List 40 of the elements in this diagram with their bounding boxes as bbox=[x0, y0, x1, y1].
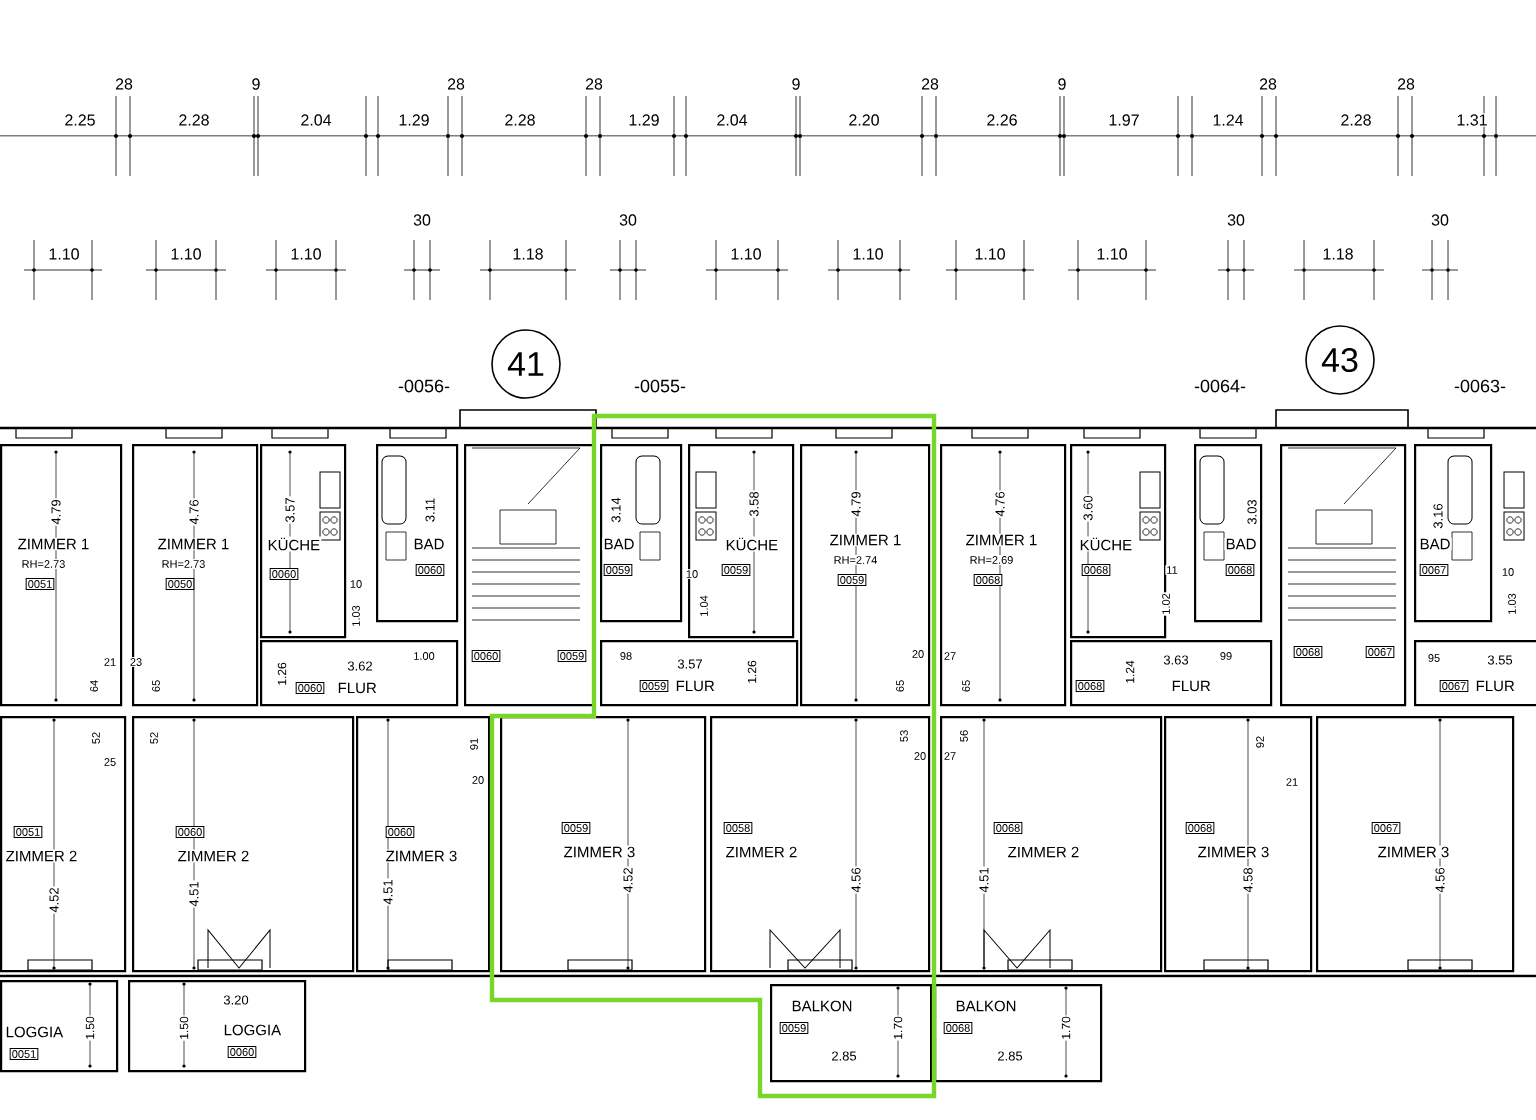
dimension-label: 1.10 bbox=[47, 247, 81, 261]
stairwell bbox=[1280, 444, 1407, 707]
dimension-label: 2.20 bbox=[847, 113, 881, 127]
dimension-label: -0064- bbox=[1193, 378, 1248, 394]
dimension-label: 2.26 bbox=[985, 113, 1019, 127]
dimension-label: 1.10 bbox=[169, 247, 203, 261]
dimension-label: 2.28 bbox=[1339, 113, 1373, 127]
dimension-label: 28 bbox=[584, 77, 604, 91]
dimension-label: 2.04 bbox=[715, 113, 749, 127]
dimension-label: 2.28 bbox=[503, 113, 537, 127]
dimension-label: 1.29 bbox=[397, 113, 431, 127]
dimension-label: 1.10 bbox=[729, 247, 763, 261]
dimension-label: 9 bbox=[1056, 77, 1068, 91]
dimension-label: 1.10 bbox=[1095, 247, 1129, 261]
dimension-label: 1.18 bbox=[1321, 247, 1355, 261]
dimension-label: 28 bbox=[114, 77, 134, 91]
dimension-label: 9 bbox=[790, 77, 802, 91]
dimension-label: 1.31 bbox=[1455, 113, 1489, 127]
dimension-label: 30 bbox=[1226, 213, 1246, 227]
dimension-label: 28 bbox=[446, 77, 466, 91]
dimension-label: 30 bbox=[618, 213, 638, 227]
dimension-label: 2.28 bbox=[177, 113, 211, 127]
dimension-label: -0063- bbox=[1453, 378, 1508, 394]
dimension-label: 9 bbox=[250, 77, 262, 91]
dimension-label: 30 bbox=[1430, 213, 1450, 227]
dimension-label: 28 bbox=[920, 77, 940, 91]
dimension-label: 1.10 bbox=[973, 247, 1007, 261]
dimension-label: 1.97 bbox=[1107, 113, 1141, 127]
dimension-label: 1.29 bbox=[627, 113, 661, 127]
dimension-label: 1.10 bbox=[851, 247, 885, 261]
dimension-label: 2.04 bbox=[299, 113, 333, 127]
dimension-label: 2.25 bbox=[63, 113, 97, 127]
dimension-label: 30 bbox=[412, 213, 432, 227]
dimension-label: -0056- bbox=[397, 378, 451, 394]
dimension-label: 28 bbox=[1258, 77, 1278, 91]
dimension-label: 1.18 bbox=[511, 247, 545, 261]
dimension-label: 28 bbox=[1396, 77, 1416, 91]
dimension-label: 1.10 bbox=[289, 247, 323, 261]
dimension-label: -0055- bbox=[633, 378, 688, 394]
dimension-label: 1.24 bbox=[1211, 113, 1245, 127]
